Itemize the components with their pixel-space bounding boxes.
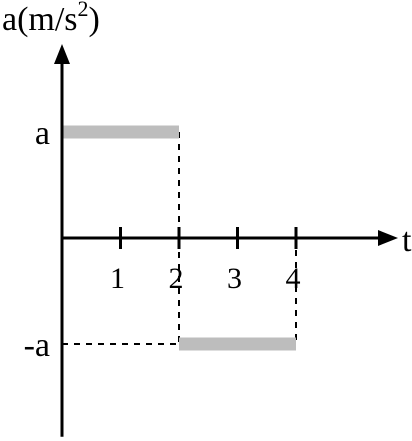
y-tick-label-2: -a xyxy=(24,327,50,364)
x-ticks: 1 2 3 4 xyxy=(110,227,301,295)
y-axis-title: a(m/s2) xyxy=(2,0,100,38)
x-tick-label-2: 2 xyxy=(169,262,184,295)
y-axis-title-close: ) xyxy=(89,1,100,38)
axis-labels: a(m/s2) t a-a xyxy=(2,0,412,364)
guide-lines xyxy=(62,132,297,345)
y-axis-title-main: a(m/s xyxy=(2,1,78,38)
x-tick-label-1: 1 xyxy=(110,262,125,295)
y-axis-title-superscript: 2 xyxy=(78,0,89,21)
x-tick-label-4: 4 xyxy=(286,262,301,295)
series-segments xyxy=(62,125,296,351)
x-axis-arrowhead xyxy=(378,230,398,246)
axes xyxy=(54,44,398,437)
x-tick-label-3: 3 xyxy=(227,262,242,295)
y-tick-label-1: a xyxy=(35,115,50,152)
y-axis-arrowhead xyxy=(54,44,70,64)
x-axis-title: t xyxy=(402,222,412,259)
